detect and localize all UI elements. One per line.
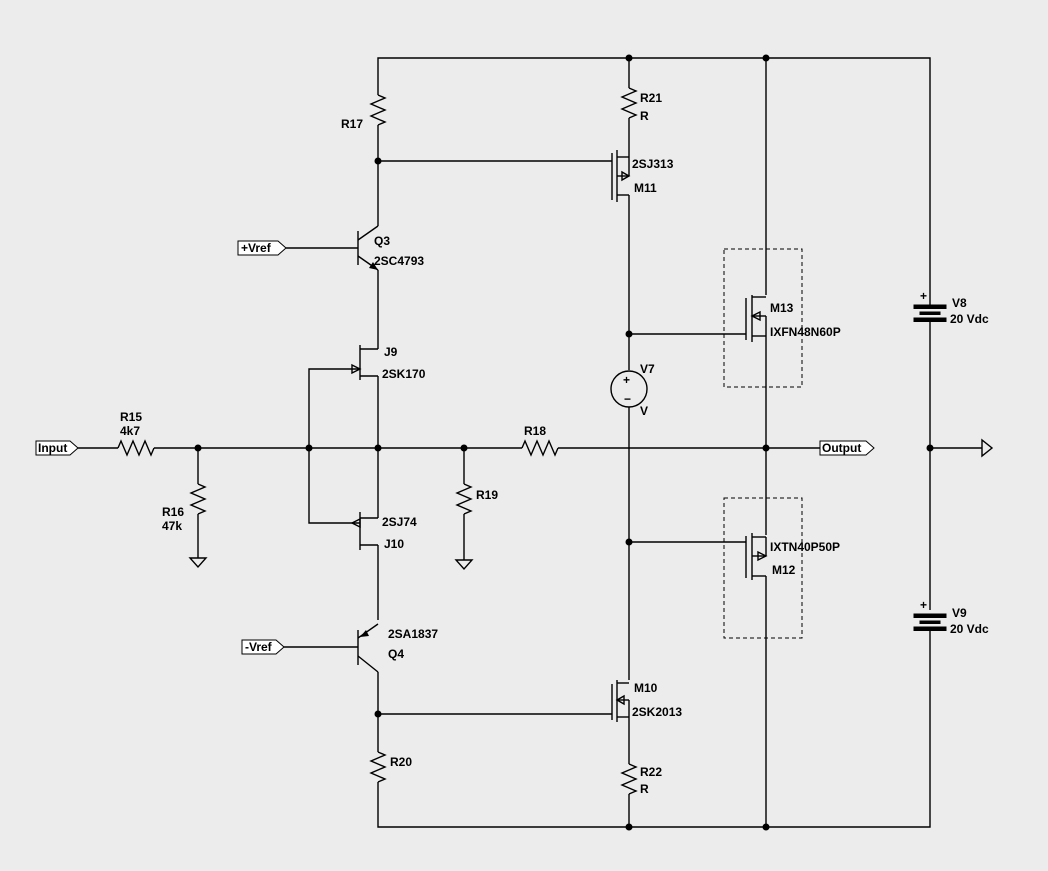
jfet-J10[interactable] bbox=[350, 512, 378, 550]
V8-plus: + bbox=[920, 289, 927, 303]
Q3-ref: Q3 bbox=[374, 234, 390, 248]
positive-rail bbox=[377, 57, 931, 290]
battery-V9[interactable] bbox=[913, 613, 947, 631]
ground-symbol-output bbox=[981, 438, 994, 458]
resistor-R19[interactable] bbox=[455, 483, 473, 515]
J10-value: 2SJ74 bbox=[382, 515, 417, 529]
voltage-source-V7[interactable]: + − bbox=[610, 370, 648, 408]
M13-ref: M13 bbox=[770, 301, 794, 315]
jfet-J9[interactable] bbox=[351, 345, 378, 380]
V7-plus: + bbox=[623, 373, 630, 387]
R20-ref: R20 bbox=[390, 755, 412, 769]
input-port-label: Input bbox=[38, 441, 67, 455]
V7-value: V bbox=[640, 404, 648, 418]
R15-ref: R15 bbox=[120, 410, 142, 424]
V9-ref: V9 bbox=[952, 606, 967, 620]
J9-ref: J9 bbox=[384, 345, 398, 359]
transistor-Q4[interactable] bbox=[357, 623, 379, 673]
vref-pos-label: +Vref bbox=[241, 241, 272, 255]
junction-dots bbox=[194, 54, 934, 831]
output-port-flag[interactable]: Output bbox=[819, 440, 875, 456]
resistor-R22[interactable] bbox=[620, 763, 638, 795]
J9-gate-wire bbox=[308, 368, 360, 448]
M12-ref: M12 bbox=[772, 563, 796, 577]
resistor-R17[interactable] bbox=[369, 94, 387, 126]
resistor-R18[interactable] bbox=[521, 439, 559, 457]
R21-ref: R21 bbox=[640, 91, 662, 105]
R19-ref: R19 bbox=[476, 488, 498, 502]
R21-value: R bbox=[640, 109, 649, 123]
M10-value: 2SK2013 bbox=[632, 705, 682, 719]
V8-ref: V8 bbox=[952, 296, 967, 310]
M12-value: IXTN40P50P bbox=[770, 540, 840, 554]
mosfet-M12[interactable] bbox=[745, 533, 768, 580]
V7-minus: − bbox=[624, 392, 631, 406]
R17-ref: R17 bbox=[341, 117, 363, 131]
vref-neg-label: -Vref bbox=[245, 640, 273, 654]
M11-ref: M11 bbox=[634, 181, 657, 195]
J9-value: 2SK170 bbox=[382, 367, 426, 381]
Q3-value: 2SC4793 bbox=[374, 254, 424, 268]
battery-V8[interactable] bbox=[913, 290, 947, 610]
resistor-R15[interactable] bbox=[117, 439, 155, 457]
M10-ref: M10 bbox=[634, 681, 658, 695]
R22-value: R bbox=[640, 782, 649, 796]
ground-symbol-R16 bbox=[188, 557, 208, 569]
Q4-value: 2SA1837 bbox=[388, 627, 438, 641]
R15-value: 4k7 bbox=[120, 424, 140, 438]
M13-module-box bbox=[723, 248, 803, 388]
output-port-label: Output bbox=[822, 441, 861, 455]
M13-value: IXFN48N60P bbox=[770, 325, 841, 339]
V9-value: 20 Vdc bbox=[950, 622, 989, 636]
V8-value: 20 Vdc bbox=[950, 312, 989, 326]
V7-ref: V7 bbox=[640, 362, 655, 376]
R22-ref: R22 bbox=[640, 765, 662, 779]
J10-ref: J10 bbox=[384, 537, 404, 551]
resistor-R21[interactable] bbox=[620, 87, 638, 119]
mosfet-M11[interactable] bbox=[611, 150, 631, 202]
R16-ref: R16 bbox=[162, 505, 184, 519]
resistor-R20[interactable] bbox=[369, 751, 387, 783]
V9-plus: + bbox=[920, 598, 927, 612]
M12-module-box bbox=[723, 497, 803, 639]
resistor-R16[interactable] bbox=[189, 483, 207, 515]
R16-value: 47k bbox=[162, 519, 182, 533]
ground-symbol-R19 bbox=[454, 559, 474, 571]
vref-pos-flag[interactable]: +Vref bbox=[237, 240, 287, 256]
mosfet-M10[interactable] bbox=[611, 680, 630, 722]
R18-ref: R18 bbox=[524, 424, 546, 438]
vref-neg-flag[interactable]: -Vref bbox=[241, 639, 285, 655]
mosfet-M13[interactable] bbox=[745, 295, 767, 342]
M11-value: 2SJ313 bbox=[632, 157, 674, 171]
negative-rail bbox=[377, 640, 931, 828]
Q4-ref: Q4 bbox=[388, 647, 404, 661]
J10-gate-wire bbox=[308, 448, 360, 524]
input-port-flag[interactable]: Input bbox=[35, 440, 79, 456]
